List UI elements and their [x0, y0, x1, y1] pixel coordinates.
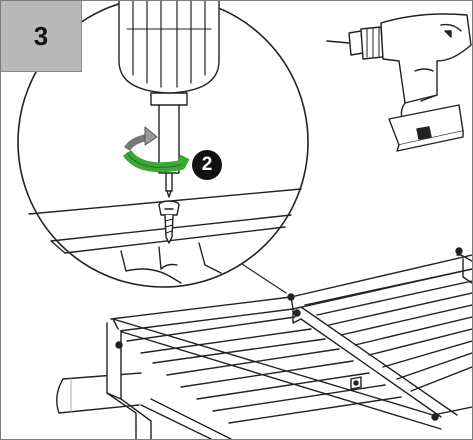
callout-number-badge: 2 [192, 150, 222, 180]
frame-assembly [56, 247, 472, 439]
rotation-arrow-icon [122, 126, 190, 173]
cordless-drill-icon [326, 13, 472, 152]
zoom-detail [17, 1, 309, 294]
screw-icon [158, 200, 180, 244]
step-number-badge: 3 [1, 1, 82, 72]
